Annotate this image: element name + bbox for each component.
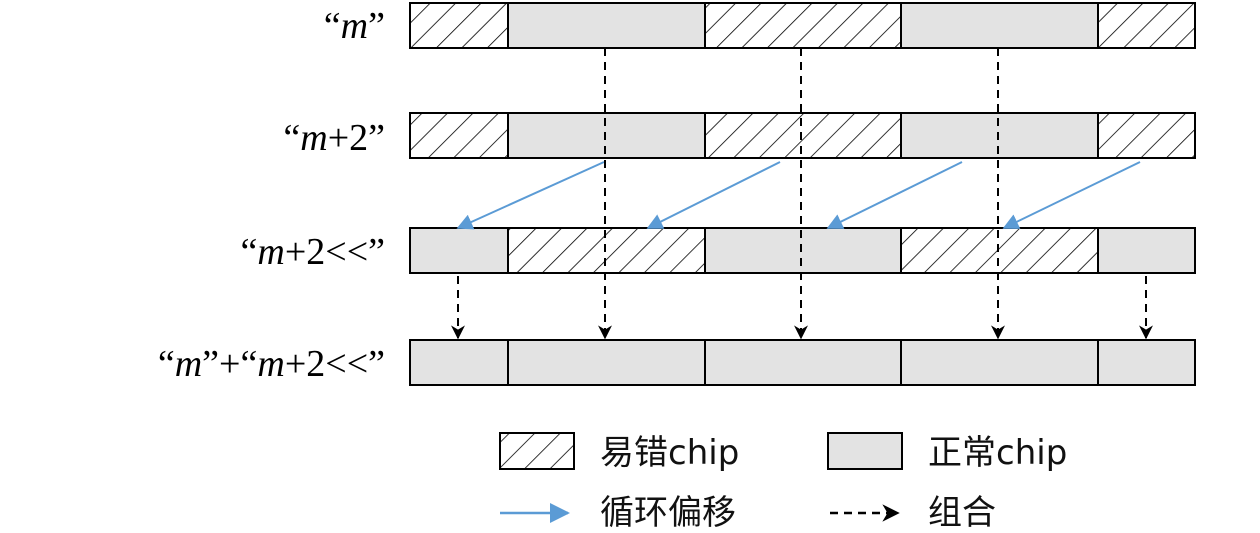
legend-swatch-error-chip [499,432,575,470]
cyclic-shift-arrows [456,161,1141,230]
legend: 易错chip 正常chip 循环偏移 组合 [499,432,1067,533]
normal-chip-segment [1097,339,1196,386]
error-chip-segment [409,112,509,159]
normal-chip-segment [900,339,1099,386]
normal-chip-segment [1097,227,1196,274]
normal-chip-segment [900,112,1099,159]
normal-chip-segment [704,339,902,386]
shift-arrow [1002,161,1141,229]
legend-label-normal-chip: 正常chip [928,433,1067,473]
row-label-m: “m” [324,5,385,47]
error-chip-segment [1097,2,1196,49]
error-chip-segment [704,112,902,159]
legend-swatch-normal-chip [827,432,903,470]
normal-chip-segment [900,2,1099,49]
error-chip-segment [1097,112,1196,159]
legend-label-error-chip: 易错chip [600,433,739,473]
normal-chip-segment [704,227,902,274]
normal-chip-segment [507,2,706,49]
shift-arrow [826,161,963,229]
row-label-combined: “m”+“m+2<<” [158,343,385,385]
legend-label-cyclic-shift: 循环偏移 [600,493,736,533]
legend-label-combine: 组合 [928,493,996,533]
normal-chip-segment [507,112,706,159]
normal-chip-segment [409,339,509,386]
chip-bars [409,2,1196,386]
error-chip-segment [409,2,509,49]
normal-chip-segment [507,339,706,386]
error-chip-segment [900,227,1099,274]
row-label-m-plus-2: “m+2” [283,117,385,159]
normal-chip-segment [409,227,509,274]
shift-arrow [646,161,781,229]
error-chip-segment [704,2,902,49]
error-chip-segment [507,227,706,274]
row-label-m-plus-2-shifted: “m+2<<” [240,231,385,273]
shift-arrow [456,161,605,230]
combine-arrows [451,48,1153,340]
